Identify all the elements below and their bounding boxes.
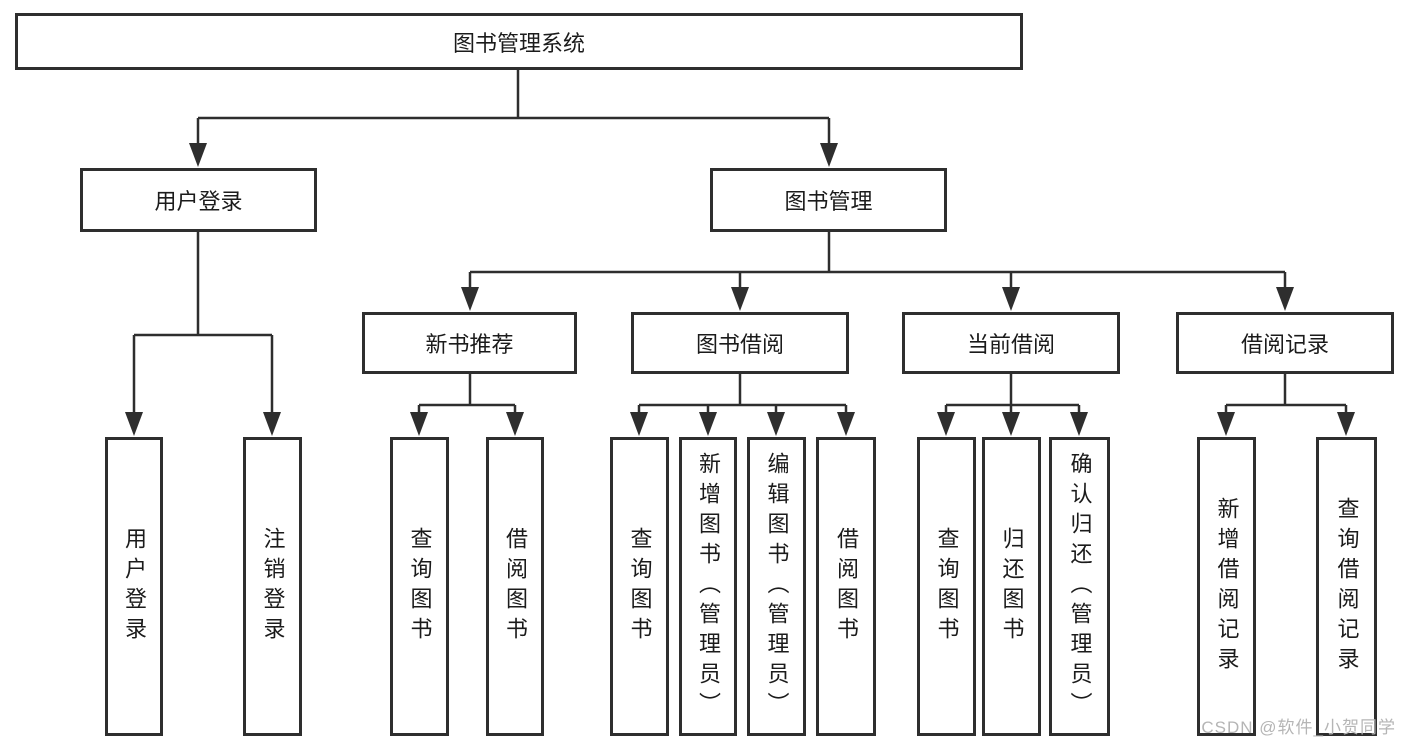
node-root: 图书管理系统	[15, 13, 1023, 70]
node-query-borrow-record: 查询借阅记录	[1316, 437, 1377, 736]
node-user-login-branch: 用户登录	[80, 168, 317, 232]
node-add-borrow-record: 新增借阅记录	[1197, 437, 1256, 736]
node-query-books-borrowing: 查询图书	[610, 437, 669, 736]
node-borrow-books-leaf: 借阅图书	[816, 437, 876, 736]
node-edit-books-admin: 编辑图书（管理员）	[747, 437, 806, 736]
node-borrow-books-recommend: 借阅图书	[486, 437, 544, 736]
node-book-management: 图书管理	[710, 168, 947, 232]
node-borrow-records: 借阅记录	[1176, 312, 1394, 374]
node-logout-leaf: 注销登录	[243, 437, 302, 736]
node-new-book-recommendation: 新书推荐	[362, 312, 577, 374]
node-confirm-return-admin: 确认归还（管理员）	[1049, 437, 1110, 736]
node-add-books-admin: 新增图书（管理员）	[679, 437, 737, 736]
csdn-watermark: CSDN @软件_小贺同学	[1201, 718, 1396, 737]
node-query-books-current: 查询图书	[917, 437, 976, 736]
arrowhead-icons	[125, 143, 1355, 436]
node-user-login-leaf: 用户登录	[105, 437, 163, 736]
node-current-borrowing: 当前借阅	[902, 312, 1120, 374]
node-query-books-recommend: 查询图书	[390, 437, 449, 736]
node-return-books: 归还图书	[982, 437, 1041, 736]
node-book-borrowing: 图书借阅	[631, 312, 849, 374]
